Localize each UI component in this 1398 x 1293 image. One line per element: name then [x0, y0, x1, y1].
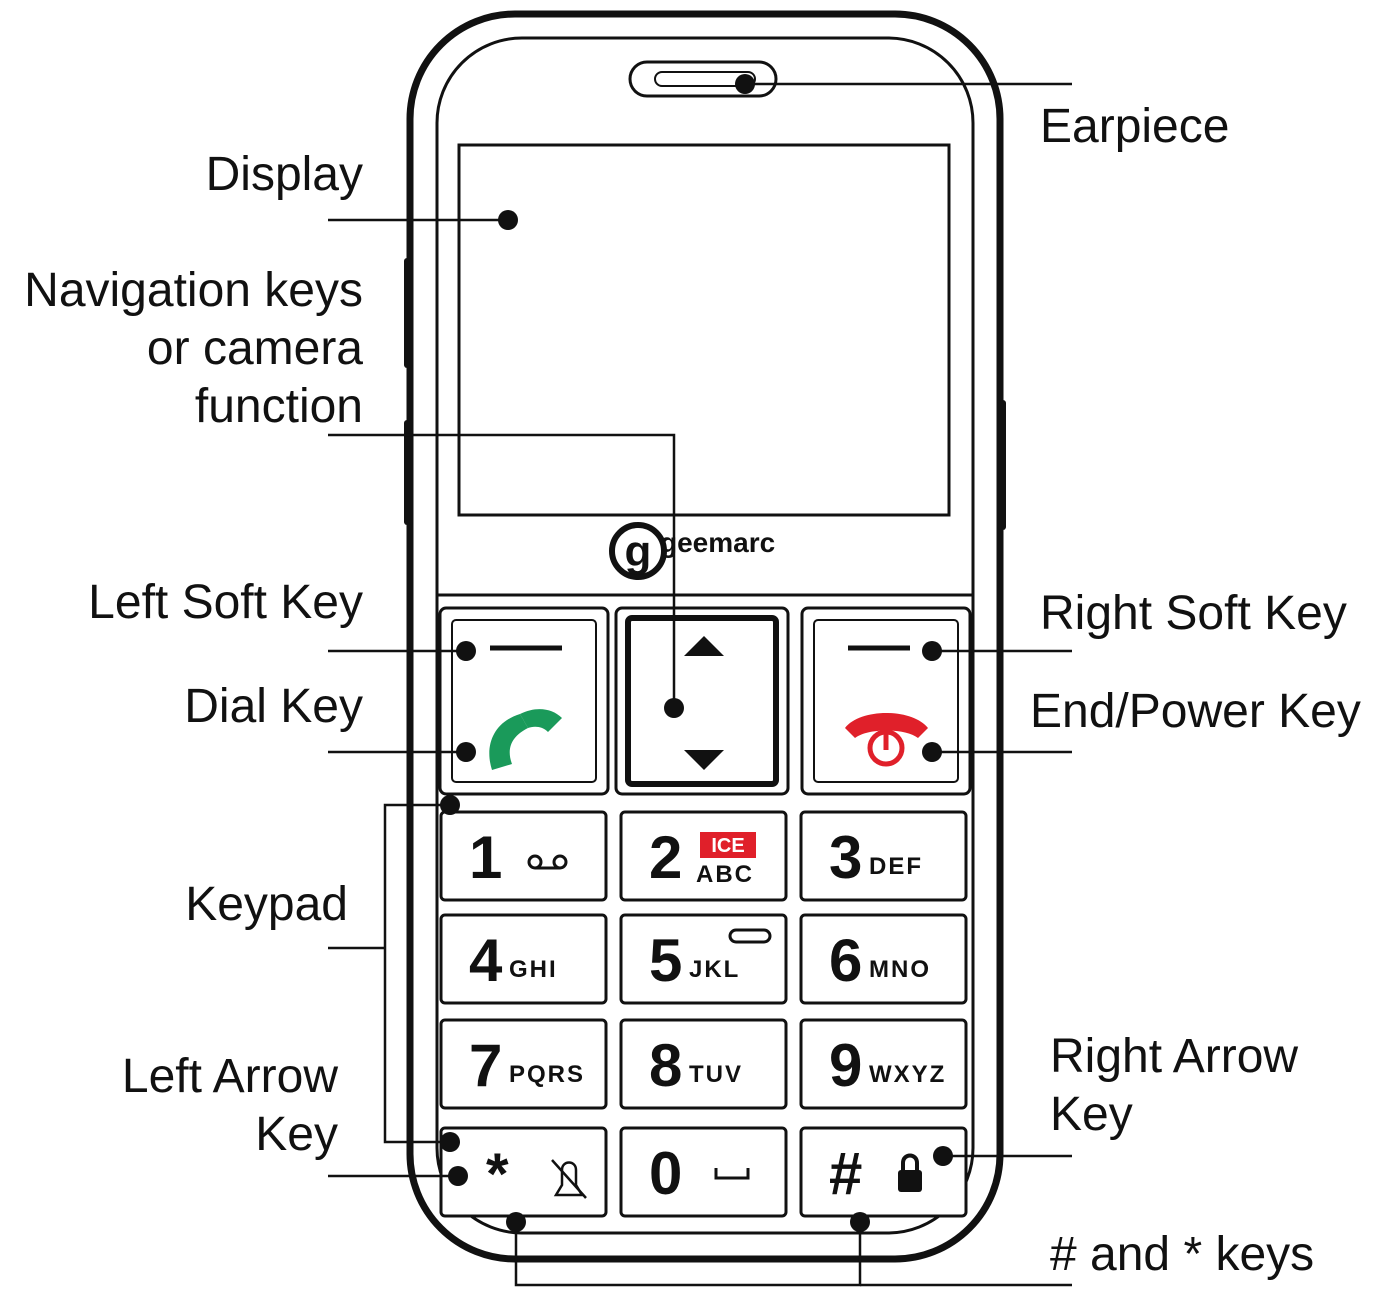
label-right-soft-key: Right Soft Key	[1040, 587, 1347, 640]
keypad-key-3[interactable]: 3 DEF	[799, 810, 968, 902]
keypad-key-0[interactable]: 0	[619, 1126, 788, 1218]
label-end-power-key: End/Power Key	[1030, 685, 1361, 738]
brand-text: geemarc	[660, 527, 775, 558]
voicemail-icon	[527, 854, 568, 870]
label-left-soft-key: Left Soft Key	[88, 576, 363, 629]
key-digit: 0	[649, 1140, 682, 1207]
keypad-key-6[interactable]: 6 MNO	[799, 913, 968, 1005]
key-digit: 7	[469, 1032, 502, 1099]
key-letters: ABC	[696, 861, 754, 888]
key-digit: 6	[829, 927, 862, 994]
key-digit: #	[829, 1140, 862, 1207]
label-navigation-keys: Navigation keys or camera function	[24, 264, 363, 433]
ice-badge: ICE	[700, 832, 756, 858]
label-display: Display	[205, 148, 363, 201]
side-button-right	[997, 400, 1006, 530]
key-letters: MNO	[869, 956, 931, 983]
display-screen	[457, 143, 951, 517]
key-digit: 3	[829, 824, 862, 891]
mute-bell-icon	[551, 1159, 587, 1199]
key-digit: 1	[469, 824, 502, 891]
label-right-arrow-key: Right Arrow Key	[1050, 1030, 1299, 1141]
side-button-left-2	[404, 420, 413, 525]
arrow-down-icon[interactable]	[684, 750, 724, 770]
key-digit: 2	[649, 824, 682, 891]
key-digit: 4	[469, 927, 503, 994]
keypad-key-8[interactable]: 8 TUV	[619, 1018, 788, 1110]
callout-lines	[328, 82, 1072, 1287]
key-letters: WXYZ	[869, 1061, 946, 1088]
key-letters: PQRS	[509, 1061, 585, 1088]
key-digit: 8	[649, 1032, 682, 1099]
lock-icon	[898, 1153, 922, 1192]
key-digit: *	[486, 1142, 509, 1207]
side-button-left	[404, 258, 413, 368]
keypad-key-5[interactable]: 5 JKL	[619, 913, 788, 1005]
end-call-icon	[845, 713, 928, 767]
keypad-key-hash[interactable]: #	[799, 1126, 968, 1218]
left-soft-key[interactable]	[438, 606, 610, 796]
label-keypad: Keypad	[185, 878, 348, 931]
key5-marker	[728, 928, 772, 944]
ice-badge-text: ICE	[711, 835, 744, 857]
keypad-key-9[interactable]: 9 WXYZ	[799, 1018, 968, 1110]
phone-inner-body	[435, 36, 975, 1235]
navigation-key[interactable]	[614, 606, 790, 796]
key-letters: TUV	[689, 1061, 743, 1088]
keypad-key-7[interactable]: 7 PQRS	[439, 1018, 608, 1110]
keypad-key-1[interactable]: 1	[439, 810, 608, 902]
label-left-arrow-key: Left Arrow Key	[121, 1050, 338, 1161]
key-letters: DEF	[869, 853, 923, 880]
call-icon	[489, 709, 562, 770]
callout-dots	[440, 74, 953, 1232]
key-letters: JKL	[689, 956, 740, 983]
svg-text:g: g	[625, 527, 652, 576]
brand-logo: g geemarc	[609, 522, 775, 580]
arrow-up-icon[interactable]	[684, 636, 724, 656]
label-hash-star-keys: # and * keys	[1050, 1228, 1315, 1281]
earpiece-slot-icon	[628, 60, 778, 98]
key-digit: 5	[649, 927, 682, 994]
key-letters: GHI	[509, 956, 558, 983]
label-dial-key: Dial Key	[184, 680, 363, 733]
space-icon	[714, 1168, 750, 1180]
key-digit: 9	[829, 1032, 862, 1099]
label-earpiece: Earpiece	[1040, 100, 1230, 153]
